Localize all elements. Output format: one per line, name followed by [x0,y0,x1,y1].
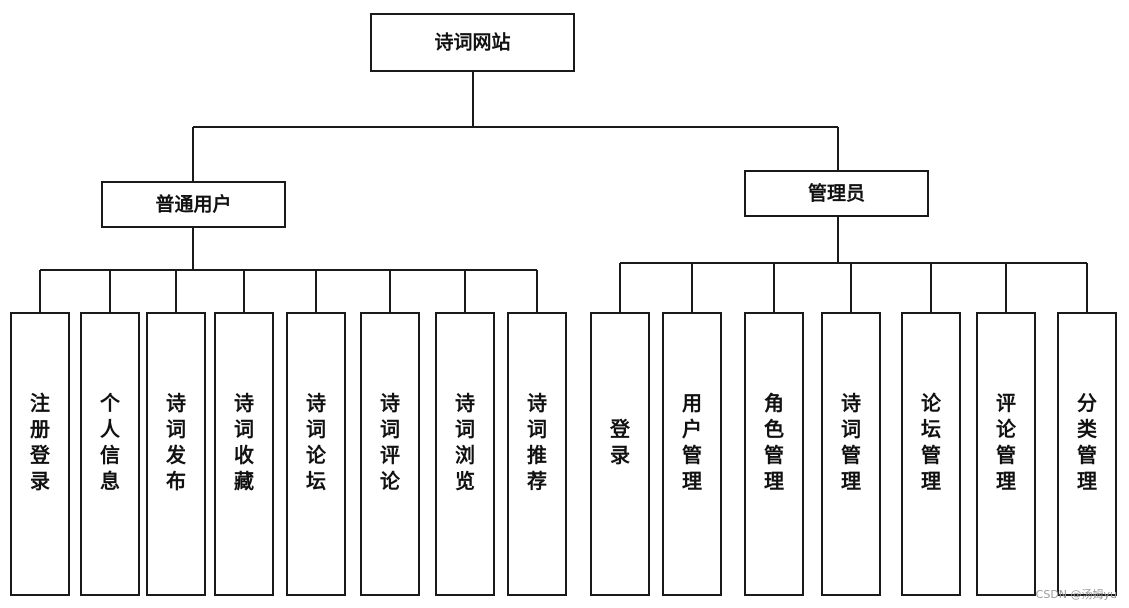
branch-node-0: 普通用户 [101,181,286,228]
leaf-label-0-7: 诗词推荐 [526,391,547,493]
root-label: 诗词网站 [434,31,510,54]
branch-label-1: 管理员 [808,182,865,205]
leaf-box-1-4 [901,312,961,596]
leaf-box-0-5 [360,312,420,596]
root-box [370,13,575,72]
leaf-label-1-6: 分类管理 [1077,391,1097,493]
leaf-label-1-4: 论坛管理 [921,391,942,493]
leaf-node-0-7: 诗词推荐 [507,312,567,596]
leaf-box-0-6 [435,312,495,596]
leaf-box-0-7 [507,312,567,596]
branch-node-1: 管理员 [744,170,929,217]
leaf-node-0-2: 诗词发布 [146,312,206,596]
leaf-box-0-2 [146,312,206,596]
leaf-node-1-4: 论坛管理 [901,312,961,596]
leaf-node-1-2: 角色管理 [744,312,804,596]
leaf-label-0-6: 诗词浏览 [455,391,475,493]
leaf-box-1-0 [590,312,650,596]
leaf-label-0-2: 诗词发布 [165,391,187,493]
leaf-label-1-2: 角色管理 [764,391,784,493]
leaf-node-1-0: 登录 [590,312,650,596]
leaf-label-1-5: 评论管理 [996,391,1017,493]
leaf-node-1-6: 分类管理 [1057,312,1117,596]
leaf-node-1-1: 用户管理 [662,312,722,596]
leaf-box-0-1 [80,312,140,596]
leaf-box-1-6 [1057,312,1117,596]
leaf-box-0-0 [10,312,70,596]
leaf-label-1-0: 登录 [609,417,631,467]
leaf-node-0-3: 诗词收藏 [214,312,274,596]
root-node: 诗词网站 [370,13,575,72]
leaf-node-0-6: 诗词浏览 [435,312,495,596]
leaf-label-1-3: 诗词管理 [841,391,861,493]
leaf-box-1-3 [821,312,881,596]
leaf-label-0-5: 诗词评论 [380,391,401,493]
leaf-box-0-3 [214,312,274,596]
connector-lines [39,71,1088,313]
leaf-node-1-3: 诗词管理 [821,312,881,596]
leaf-node-0-4: 诗词论坛 [286,312,346,596]
leaf-label-0-1: 个人信息 [99,391,121,493]
leaf-box-1-5 [976,312,1036,596]
leaf-label-0-0: 注册登录 [29,391,51,493]
branch-label-0: 普通用户 [155,193,231,216]
leaf-node-0-1: 个人信息 [80,312,140,596]
branch-box-0 [101,181,286,228]
leaf-label-1-1: 用户管理 [682,391,702,493]
leaf-node-0-0: 注册登录 [10,312,70,596]
leaf-label-0-4: 诗词论坛 [306,391,327,493]
leaf-box-0-4 [286,312,346,596]
leaf-label-0-3: 诗词收藏 [234,391,254,493]
branch-box-1 [744,170,929,217]
leaf-node-1-5: 评论管理 [976,312,1036,596]
leaf-node-0-5: 诗词评论 [360,312,420,596]
watermark: CSDN @汤姆yu [1035,588,1117,601]
leaf-box-1-2 [744,312,804,596]
leaf-box-1-1 [662,312,722,596]
